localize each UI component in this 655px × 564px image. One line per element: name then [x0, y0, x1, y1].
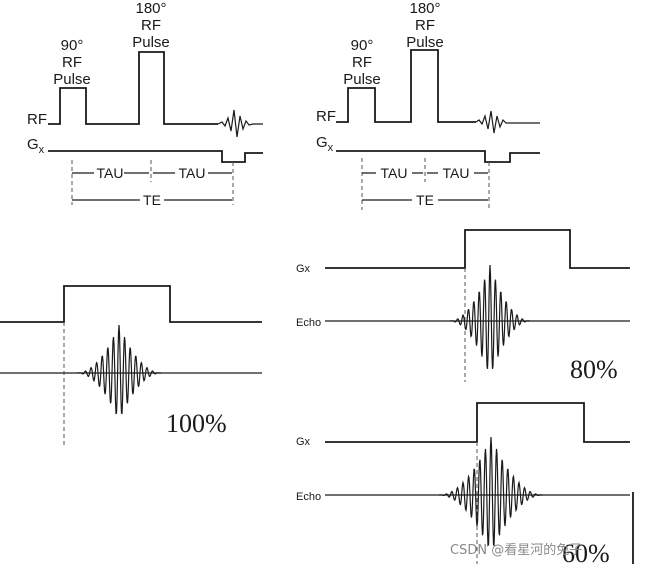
echo-signal — [450, 264, 530, 370]
rf-waveform — [336, 49, 476, 123]
pulse-90-rf-label: RF — [352, 54, 372, 71]
rf-row-label: RF — [27, 111, 47, 128]
pulse-180-pulse-label: Pulse — [406, 34, 444, 51]
tau-label-2: TAU — [443, 165, 470, 181]
pulse-90-degree-label: 90° — [61, 37, 84, 54]
tau-label-1: TAU — [97, 165, 124, 181]
rf-waveform — [48, 51, 218, 125]
gradient-row-label: Gx — [296, 263, 311, 275]
echo-position-label: 60% — [562, 539, 610, 564]
spin-echo-sequence-1: 90° RF Pulse 180° RF Pulse RF Gx TAU TAU… — [27, 0, 263, 208]
gradient-lobe — [325, 402, 630, 443]
echo-row-label: Echo — [296, 491, 321, 503]
gradient-waveform — [336, 150, 540, 163]
echo-panel-100: 100% — [0, 285, 262, 445]
pulse-180-pulse-label: Pulse — [132, 34, 170, 51]
te-label: TE — [143, 192, 161, 208]
echo-panel-80: Gx Echo 80% — [296, 229, 630, 384]
pulse-90-pulse-label: Pulse — [343, 71, 381, 88]
rf-echo-signal — [217, 109, 263, 138]
gradient-lobe — [0, 285, 262, 323]
watermark-text: CSDN @看星河的兔子 — [450, 542, 582, 558]
gradient-waveform — [48, 150, 263, 163]
spin-echo-sequence-2: 90° RF Pulse 180° RF Pulse RF Gx TAU TAU… — [316, 0, 540, 210]
tau-label-2: TAU — [179, 165, 206, 181]
pulse-90-degree-label: 90° — [351, 37, 374, 54]
pulse-180-rf-label: RF — [141, 17, 161, 34]
echo-signal — [77, 324, 161, 415]
echo-position-label: 80% — [570, 355, 618, 384]
pulse-90-pulse-label: Pulse — [53, 71, 91, 88]
gradient-row-label: Gx — [27, 136, 45, 156]
echo-position-label: 100% — [166, 409, 227, 438]
pulse-90-rf-label: RF — [62, 54, 82, 71]
te-label: TE — [416, 192, 434, 208]
gradient-lobe — [325, 229, 630, 269]
rf-echo-signal — [475, 110, 540, 134]
pulse-180-degree-label: 180° — [409, 0, 440, 17]
echo-signal — [439, 436, 543, 547]
echo-panel-60: Gx Echo 60% — [296, 402, 634, 564]
rf-row-label: RF — [316, 108, 336, 125]
pulse-180-degree-label: 180° — [135, 0, 166, 17]
gradient-row-label: Gx — [316, 134, 334, 154]
pulse-180-rf-label: RF — [415, 17, 435, 34]
tau-label-1: TAU — [381, 165, 408, 181]
echo-row-label: Echo — [296, 317, 321, 329]
gradient-row-label: Gx — [296, 436, 311, 448]
